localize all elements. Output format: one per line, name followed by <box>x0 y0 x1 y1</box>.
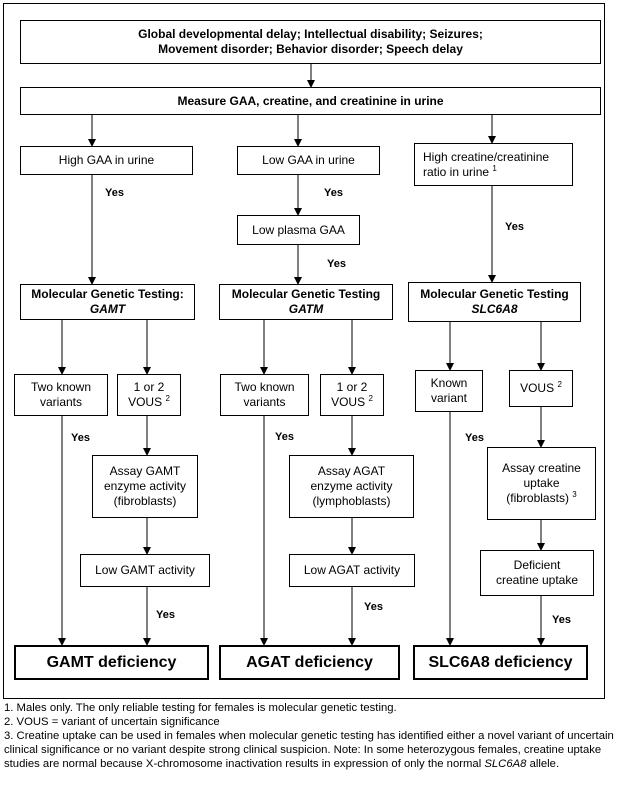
col1-yes-label: Yes <box>105 187 124 199</box>
col1-final-box: GAMT deficiency <box>14 645 209 680</box>
col2-low-text: Low AGAT activity <box>303 563 401 577</box>
col3-entry-line1: High creatine/creatinine <box>423 149 550 164</box>
col2-known-yes-label: Yes <box>275 431 294 443</box>
col3-entry-sup: 1 <box>492 163 497 173</box>
col1-low-text: Low GAMT activity <box>95 563 195 577</box>
col3-mgt-gene: SLC6A8 <box>471 302 518 316</box>
col2-plasma-box: Low plasma GAA <box>237 215 360 245</box>
measure-urine-text: Measure GAA, creatine, and creatinine in… <box>177 93 444 108</box>
col2-known-line1: Two known <box>234 380 295 394</box>
col1-assay-box: Assay GAMT enzyme activity (fibroblasts) <box>92 455 198 518</box>
col3-known-line2: variant <box>430 391 468 405</box>
footnote-3: 3. Creatine uptake can be used in female… <box>4 729 621 771</box>
col3-final-box: SLC6A8 deficiency <box>413 645 588 680</box>
col2-vous-line1: 1 or 2 <box>336 380 368 394</box>
col2-plasma-yes-label: Yes <box>327 258 346 270</box>
presenting-symptoms-line2: Movement disorder; Behavior disorder; Sp… <box>158 42 463 56</box>
footnote-3-gene: SLC6A8 <box>484 758 527 770</box>
col1-final-text: GAMT deficiency <box>46 654 177 671</box>
col3-known-box: Known variant <box>415 370 483 412</box>
col1-known-yes-label: Yes <box>71 432 90 444</box>
col2-low-box: Low AGAT activity <box>289 554 415 587</box>
col2-assay-line3: (lymphoblasts) <box>312 494 391 508</box>
footnote-3-end: allele. <box>526 758 560 770</box>
col1-assay-line2: enzyme activity <box>103 479 187 493</box>
col3-vous-box: VOUS 2 <box>509 370 573 407</box>
col1-low-box: Low GAMT activity <box>80 554 210 587</box>
col1-vous-sup: 2 <box>165 394 170 403</box>
col2-low-yes-label: Yes <box>364 601 383 613</box>
col3-vous-text: VOUS <box>520 381 555 395</box>
col1-vous-line2: VOUS <box>128 395 163 409</box>
col2-vous-sup: 2 <box>368 394 373 403</box>
col3-assay-box: Assay creatine uptake (fibroblasts) 3 <box>487 447 596 520</box>
col1-assay-line1: Assay GAMT <box>109 464 181 478</box>
col2-plasma-text: Low plasma GAA <box>252 222 345 237</box>
presenting-symptoms-box: Global developmental delay; Intellectual… <box>20 20 601 64</box>
footnotes: 1. Males only. The only reliable testing… <box>4 701 621 771</box>
col3-entry-box: High creatine/creatinine ratio in urine … <box>414 143 573 186</box>
col2-yes-label: Yes <box>324 187 343 199</box>
col3-mgt-box: Molecular Genetic Testing SLC6A8 <box>408 282 581 322</box>
col2-known-line2: variants <box>243 395 286 409</box>
col3-deficient-yes-label: Yes <box>552 614 571 626</box>
col3-known-line1: Known <box>430 376 468 390</box>
col1-entry-box: High GAA in urine <box>20 146 193 175</box>
col1-low-yes-label: Yes <box>156 609 175 621</box>
presenting-symptoms-line1: Global developmental delay; Intellectual… <box>138 27 483 41</box>
col3-assay-line2: uptake <box>523 476 560 490</box>
col1-known-line1: Two known <box>30 380 92 394</box>
col1-vous-box: 1 or 2 VOUS 2 <box>117 374 181 416</box>
col1-known-box: Two known variants <box>14 374 108 416</box>
col2-mgt-box: Molecular Genetic Testing GATM <box>219 284 393 320</box>
col2-known-box: Two known variants <box>220 374 309 416</box>
col3-assay-sup: 3 <box>572 490 577 499</box>
col2-mgt-gene: GATM <box>288 302 324 316</box>
col1-mgt-line1: Molecular Genetic Testing: <box>31 287 184 301</box>
col1-mgt-gene: GAMT <box>89 302 126 316</box>
diagram-frame <box>3 3 605 699</box>
col1-vous-line1: 1 or 2 <box>133 380 165 394</box>
col2-entry-text: Low GAA in urine <box>262 153 355 167</box>
footnote-1: 1. Males only. The only reliable testing… <box>4 702 397 714</box>
col3-deficient-line1: Deficient <box>513 558 561 572</box>
col2-mgt-line1: Molecular Genetic Testing <box>231 287 381 301</box>
col2-vous-line2: VOUS <box>331 395 366 409</box>
col3-entry-line2: ratio in urine <box>423 164 490 179</box>
col3-yes-label: Yes <box>505 221 524 233</box>
col1-entry-text: High GAA in urine <box>58 153 155 167</box>
col1-known-line2: variants <box>39 395 83 409</box>
col2-final-text: AGAT deficiency <box>246 654 373 671</box>
col3-known-yes-label: Yes <box>465 432 484 444</box>
col1-assay-line3: (fibroblasts) <box>113 494 177 508</box>
col2-entry-box: Low GAA in urine <box>237 146 380 175</box>
footnote-2: 2. VOUS = variant of uncertain significa… <box>4 716 220 728</box>
col3-deficient-box: Deficient creatine uptake <box>480 550 594 596</box>
footnote-3-text: 3. Creatine uptake can be used in female… <box>4 730 614 770</box>
col2-assay-box: Assay AGAT enzyme activity (lymphoblasts… <box>289 455 414 518</box>
col1-mgt-box: Molecular Genetic Testing: GAMT <box>20 284 195 320</box>
measure-urine-box: Measure GAA, creatine, and creatinine in… <box>20 87 601 115</box>
col3-final-text: SLC6A8 deficiency <box>428 654 573 671</box>
col2-assay-line1: Assay AGAT <box>317 464 386 478</box>
col3-deficient-line2: creatine uptake <box>495 573 579 587</box>
col2-vous-box: 1 or 2 VOUS 2 <box>320 374 384 416</box>
col3-assay-line3: (fibroblasts) <box>506 491 569 505</box>
col3-assay-line1: Assay creatine <box>502 461 581 475</box>
col2-final-box: AGAT deficiency <box>219 645 400 680</box>
col3-mgt-line1: Molecular Genetic Testing <box>420 287 569 301</box>
col3-vous-sup: 2 <box>557 380 562 389</box>
col2-assay-line2: enzyme activity <box>310 479 393 493</box>
